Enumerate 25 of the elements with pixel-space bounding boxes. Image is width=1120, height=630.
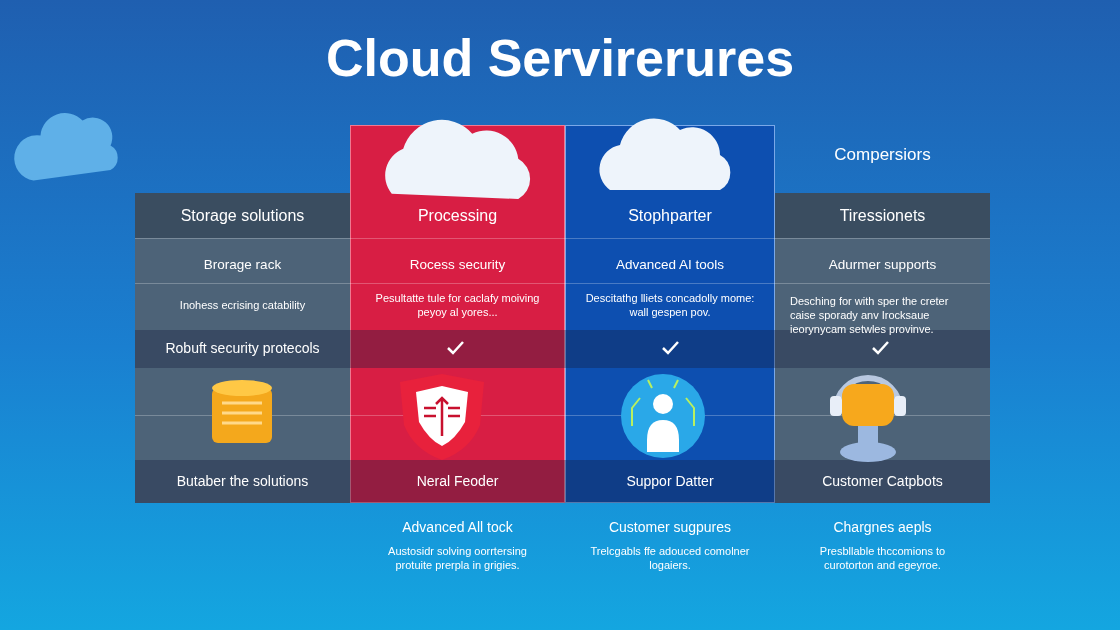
column-note: Compersiors xyxy=(834,144,931,166)
caption-text: Trelcgabls ffe adouced comolner logaiers. xyxy=(589,545,751,573)
caption-text: Presbllable thccomions to curotorton and egeyroe. xyxy=(818,545,947,573)
column-header: Tiressionets xyxy=(839,205,926,226)
row-label: Butaber the solutions xyxy=(176,472,309,491)
diagram-title: Cloud Servirerures xyxy=(324,28,796,89)
row-label: Customer Catpbots xyxy=(822,472,943,491)
caption-heading: Customer sugpures xyxy=(608,519,732,537)
caption-text: Austosidr solving oorrtersing protuite prerpla in grigies. xyxy=(387,545,528,573)
description-text: Desching for with sper the creter caise sporady anv Irocksaue ieorynycam setwles provinve. xyxy=(790,295,950,337)
description-text: Descitathg lliets concadolly mome: wall gespen pov. xyxy=(584,291,756,320)
column-header: Processing xyxy=(417,205,498,226)
caption-heading: Advanced All tock xyxy=(402,519,513,537)
column-header: Stophparter xyxy=(628,205,712,226)
row-label: Neral Feoder xyxy=(416,472,499,491)
feature-label: Advanced AI tools xyxy=(615,257,725,274)
feature-label: Adurmer supports xyxy=(828,257,937,274)
row-label: Robuft security protecols xyxy=(165,340,320,358)
description-text: Inohess ecrising catability xyxy=(179,298,306,313)
row-label: Suppor Datter xyxy=(626,472,714,491)
feature-label: Rocess security xyxy=(409,257,506,274)
description-text: Pesultatte tule for caclafy moiving peyoy al yores... xyxy=(374,291,541,320)
caption-heading: Chargnes aepls xyxy=(833,519,932,537)
column-header: Storage solutions xyxy=(180,205,305,226)
feature-label: Brorage rack xyxy=(203,257,282,274)
